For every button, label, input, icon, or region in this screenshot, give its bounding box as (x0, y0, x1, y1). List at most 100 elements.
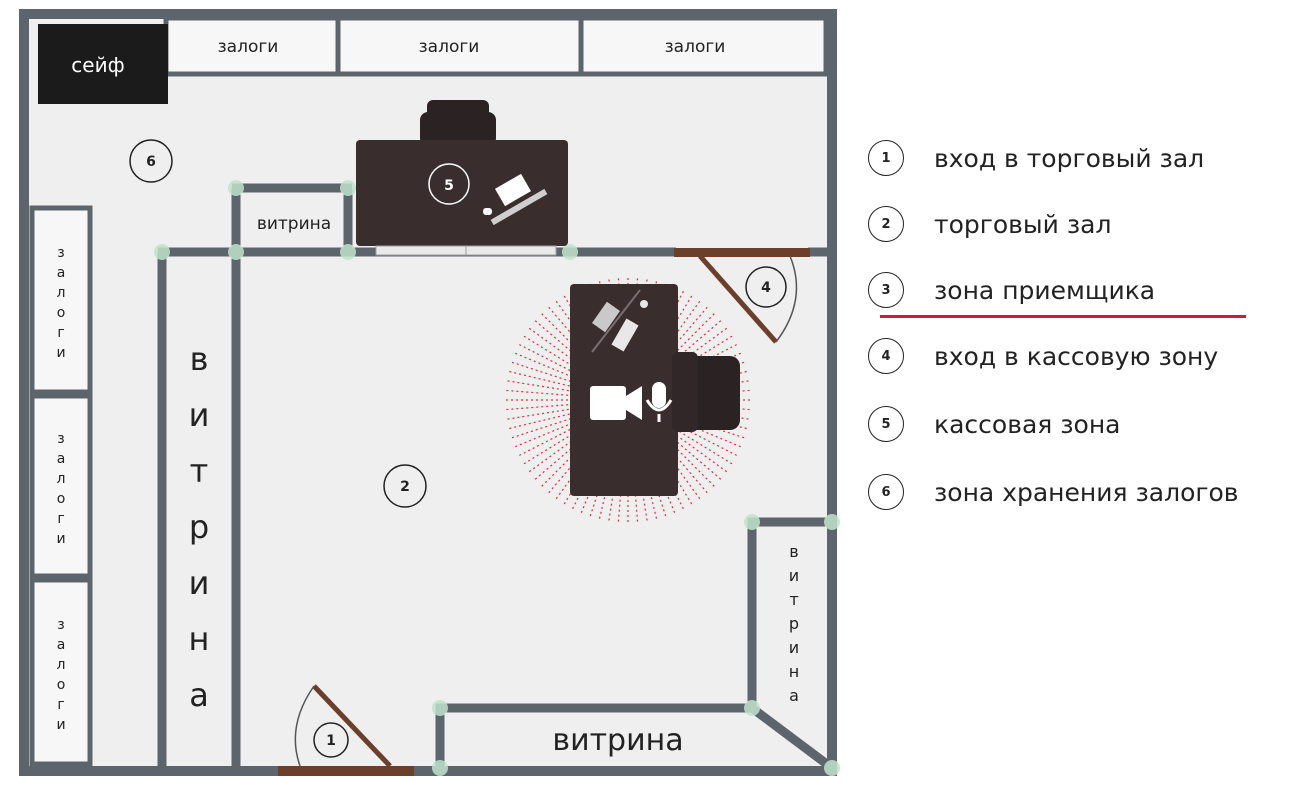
legend-text: вход в торговый зал (934, 143, 1205, 173)
legend-number: 5 (868, 406, 904, 442)
shelf-left-3-letter: а (57, 637, 66, 653)
outer-walls (19, 9, 837, 776)
coverage-ray (513, 351, 573, 378)
coverage-ray (517, 343, 575, 374)
shelf-left-3-letter: и (56, 717, 65, 733)
shelf-left-3-letter: л (57, 657, 66, 673)
svg-text:6: 6 (146, 154, 156, 170)
computer-icon (483, 173, 548, 226)
coverage-ray (505, 408, 569, 420)
legend-item-2: 2 торговый зал (868, 202, 1111, 246)
marker-6: 6 (129, 139, 173, 183)
legend-item-6: 6 зона хранения залогов (868, 470, 1239, 514)
legend-text: зона приемщика (934, 275, 1156, 305)
shelf-left-2-letter: з (57, 431, 64, 447)
vitrina-right-letter: н (789, 662, 799, 681)
legend-number: 3 (868, 272, 904, 308)
shelf-left-1-letter: з (57, 245, 64, 261)
coverage-ray (504, 404, 569, 411)
shelf-left-2-letter: л (57, 471, 66, 487)
coverage-ray (676, 434, 729, 474)
legend-number: 6 (868, 474, 904, 510)
door-entrance (278, 684, 414, 776)
shelf-top-label-1: залоги (218, 37, 279, 57)
floor-plan: залоги залоги залоги сейф залоги залоги … (19, 9, 840, 776)
shelf-left-label-1: залоги (56, 245, 65, 361)
vitrina-bottom-label: витрина (552, 723, 683, 758)
vitrina-right-letter: в (789, 542, 798, 561)
vitrina-big-letter: и (189, 564, 210, 602)
vitrina-right-letter: р (789, 614, 799, 633)
safe (38, 24, 168, 104)
marker-4: 4 (745, 266, 787, 308)
legend-number: 1 (868, 140, 904, 176)
svg-text:1: 1 (326, 733, 336, 749)
marker-1: 1 (313, 722, 349, 758)
coverage-ray (504, 389, 569, 396)
svg-text:4: 4 (761, 280, 771, 296)
vitrina-big-letter: и (189, 396, 210, 434)
shelf-left-label-2: залоги (56, 431, 65, 547)
shelf-left-1-letter: о (57, 305, 66, 321)
marker-5: 5 (428, 163, 470, 205)
coverage-ray (513, 422, 573, 449)
shelf-left-3-letter: з (57, 617, 64, 633)
shelf-left-2-letter: г (57, 511, 64, 527)
shelf-top-label-2: залоги (419, 37, 480, 57)
safe-label: сейф (71, 53, 124, 77)
vitrina-right-label: витрина (789, 542, 799, 705)
vitrina-right-letter: а (789, 686, 799, 705)
shelf-left-1-letter: г (57, 325, 64, 341)
shelf-left-1-letter: а (57, 265, 66, 281)
cashier-desk (356, 100, 568, 256)
legend-item-1: 1 вход в торговый зал (868, 136, 1204, 180)
microphone-icon (645, 382, 673, 422)
vitrina-big-label: витрина (189, 340, 210, 714)
vitrina-big-letter: в (190, 340, 209, 378)
vitrina-small-label: витрина (257, 214, 331, 234)
legend-number: 2 (868, 206, 904, 242)
svg-text:5: 5 (444, 178, 454, 194)
vitrina-right-letter: и (789, 566, 799, 585)
coverage-ray (509, 361, 572, 383)
coverage-ray (507, 413, 570, 430)
shelf-left-2-letter: а (57, 451, 66, 467)
coverage-ray (673, 438, 723, 481)
vitrina-right-letter: и (789, 638, 799, 657)
highlight-underline (880, 315, 1246, 318)
marker-2: 2 (383, 464, 427, 508)
shelf-left-1-letter: и (56, 345, 65, 361)
vitrina-big-letter: т (190, 452, 209, 490)
legend-text: кассовая зона (934, 409, 1121, 439)
legend-item-4: 4 вход в кассовую зону (868, 334, 1218, 378)
legend-text: зона хранения залогов (934, 477, 1239, 507)
video-camera-icon (590, 386, 642, 420)
coverage-ray (507, 370, 570, 387)
coverage-ray (505, 380, 569, 392)
coverage-ray (509, 417, 572, 439)
legend-item-3: 3 зона приемщика (868, 268, 1155, 312)
coverage-ray (517, 426, 575, 457)
coverage-ray (521, 430, 578, 466)
shelf-left-2-letter: о (57, 491, 66, 507)
door-cash-zone (674, 248, 810, 344)
left-shelves (29, 205, 93, 767)
coverage-ray (678, 430, 735, 466)
shelf-left-label-3: залоги (56, 617, 65, 733)
coverage-ray (681, 426, 739, 457)
shelf-left-3-letter: г (57, 697, 64, 713)
vitrina-big-letter: н (189, 620, 210, 658)
shelf-left-3-letter: о (57, 677, 66, 693)
shelf-left-1-letter: л (57, 285, 66, 301)
shelf-left-2-letter: и (56, 531, 65, 547)
legend-item-5: 5 кассовая зона (868, 402, 1121, 446)
legend-number: 4 (868, 338, 904, 374)
vitrina-big-letter: а (189, 676, 209, 714)
shelf-top-label-3: залоги (665, 37, 726, 57)
legend-text: торговый зал (934, 209, 1112, 239)
vitrina-right-letter: т (789, 590, 798, 609)
svg-text:2: 2 (400, 479, 410, 495)
coverage-ray (521, 334, 578, 370)
legend-text: вход в кассовую зону (934, 341, 1219, 371)
wall-joints (154, 180, 840, 776)
